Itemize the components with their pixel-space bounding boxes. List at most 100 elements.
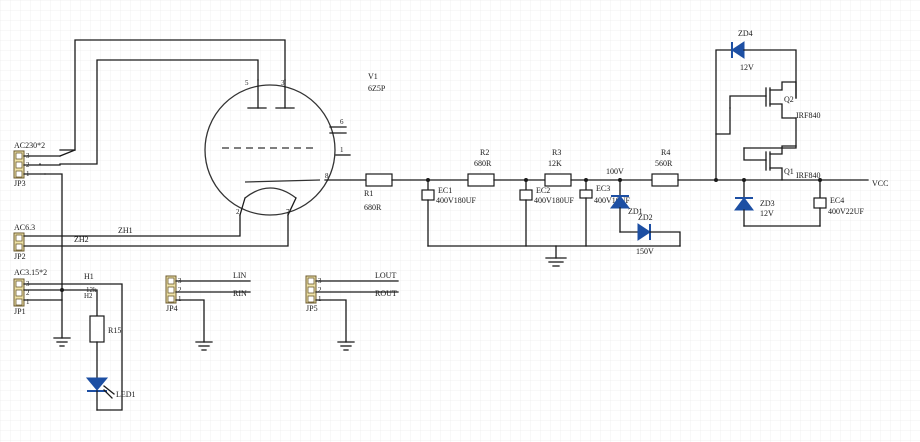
q2-source-wire — [743, 117, 797, 149]
jp2-name: AC6.3 — [14, 223, 35, 232]
tube-pin-8: 8 — [325, 172, 329, 180]
jp4-ref: JP4 — [166, 304, 178, 313]
ec2-ref: EC2 — [536, 186, 550, 195]
tube-pin-3: 3 — [281, 79, 285, 87]
capacitor-ec2[interactable]: EC2 400V180UF — [519, 179, 575, 247]
capacitor-ec3[interactable]: EC3 400V10UF — [579, 179, 631, 247]
ground-symbol — [53, 337, 71, 347]
rout-label: ROUT — [375, 289, 397, 298]
tube-pin-6: 6 — [340, 118, 344, 126]
ground-symbol-main — [545, 257, 567, 267]
connector-jp2[interactable]: AC6.3 JP2 — [13, 223, 35, 261]
r1-ref: R1 — [364, 189, 373, 198]
tube-pin-7: 7 — [286, 208, 290, 216]
junction-dot — [60, 288, 64, 292]
ec4-val: 400V22UF — [828, 207, 865, 216]
ec1-ref: EC1 — [438, 186, 452, 195]
jp4-pin1: 1 — [178, 295, 182, 303]
rin-label: RIN — [233, 289, 247, 298]
zh1-wire — [23, 214, 241, 237]
r1-val: 680R — [364, 203, 382, 212]
r4-val: 560R — [655, 159, 673, 168]
zd1-val: 100V — [606, 167, 624, 176]
lout-label: LOUT — [375, 271, 396, 280]
zd3-val: 12V — [760, 209, 774, 218]
q2-gate-wire — [715, 107, 731, 135]
tube-value: 6Z5P — [368, 84, 386, 93]
plate-wiring — [39, 39, 286, 165]
ec4-ref: EC4 — [830, 196, 844, 205]
capacitor-ec4[interactable]: EC4 400V22UF — [813, 179, 865, 227]
tube-ref: V1 — [368, 72, 378, 81]
ec2-val: 400V180UF — [534, 196, 575, 205]
jp3-pin1: 1 — [26, 170, 30, 178]
jp2-ref: JP2 — [14, 252, 26, 261]
zener-zd3[interactable]: ZD3 12V — [734, 179, 775, 227]
led-led1[interactable]: LED1 — [85, 377, 136, 411]
q1-val: IRF840 — [796, 171, 820, 180]
resistor-r3[interactable]: R3 12K — [544, 148, 572, 187]
zener-zd2[interactable]: ZD2 150V — [619, 213, 681, 256]
r2-ref: R2 — [480, 148, 489, 157]
ground-symbol-jp5 — [337, 341, 355, 351]
zener-zd1[interactable]: 100V ZD1 — [606, 167, 643, 233]
tube-envelope — [204, 84, 336, 216]
r3-val: 12K — [548, 159, 562, 168]
q2-ref: Q2 — [784, 95, 794, 104]
jp5-pin2: 2 — [318, 286, 322, 294]
heater-arc — [244, 187, 297, 199]
r2-val: 680R — [474, 159, 492, 168]
jp3-pin2: 2 — [26, 161, 30, 169]
jp3-name: AC230*2 — [14, 141, 45, 150]
jp5-gnd-wire — [315, 299, 347, 343]
jp1-pin3-wire — [23, 283, 123, 411]
connector-jp3[interactable]: AC230*2 JP3 3 2 1 — [13, 141, 76, 188]
jp1-pin1: 1 — [26, 298, 30, 306]
r15-ref: R15 — [108, 326, 121, 335]
capacitor-ec1[interactable]: EC1 400V180UF — [421, 179, 477, 247]
ground-symbol-jp4 — [195, 341, 213, 351]
q2-val: IRF840 — [796, 111, 820, 120]
zh1-label: ZH1 — [118, 226, 133, 235]
zd4-val: 12V — [740, 63, 754, 72]
heater-lead-2 — [239, 197, 246, 216]
jp1-pin2: 2 — [26, 289, 30, 297]
tube-v1[interactable]: 5 3 6 1 8 2 7 V1 6Z5P — [204, 72, 386, 216]
zd1-ref: ZD1 — [628, 207, 643, 216]
jp1-pin2-wire — [23, 289, 98, 317]
jp4-gnd-wire — [175, 299, 205, 343]
jp1-name: AC3.15*2 — [14, 268, 47, 277]
jp4-pin2: 2 — [178, 286, 182, 294]
jp3-pin3: 3 — [26, 152, 30, 160]
zh2-label: ZH2 — [74, 235, 89, 244]
r3-ref: R3 — [552, 148, 561, 157]
tube-pin-5: 5 — [245, 79, 249, 87]
zd2-val: 150V — [636, 247, 654, 256]
resistor-r1[interactable]: R1 680R — [364, 173, 393, 212]
h1-pin-label: 12k — [86, 286, 97, 294]
tube-pin-1: 1 — [340, 146, 344, 154]
q1-ref: Q1 — [784, 167, 794, 176]
h1-label: H1 — [84, 272, 94, 281]
ec1-val: 400V180UF — [436, 196, 477, 205]
jp3-to-ground-wire — [44, 173, 63, 339]
mosfet-q2[interactable]: Q2 IRF840 — [729, 81, 820, 120]
tube-pin-2: 2 — [236, 208, 240, 216]
lin-label: LIN — [233, 271, 247, 280]
mosfet-q1[interactable]: Q1 IRF840 — [743, 145, 820, 181]
h2-pin-label: H2 — [84, 292, 93, 300]
ec3-val: 400V10UF — [594, 196, 631, 205]
zener-zd4[interactable]: ZD4 12V — [731, 29, 754, 72]
vcc-label: VCC — [872, 179, 888, 188]
led1-ref: LED1 — [116, 390, 136, 399]
ec3-ref: EC3 — [596, 184, 610, 193]
zd3-ref: ZD3 — [760, 199, 775, 208]
zd2-ref: ZD2 — [638, 213, 653, 222]
r4-ref: R4 — [661, 148, 670, 157]
resistor-r4[interactable]: R4 560R — [651, 148, 679, 187]
jp3-ref: JP3 — [14, 179, 26, 188]
jp5-pin1: 1 — [318, 295, 322, 303]
